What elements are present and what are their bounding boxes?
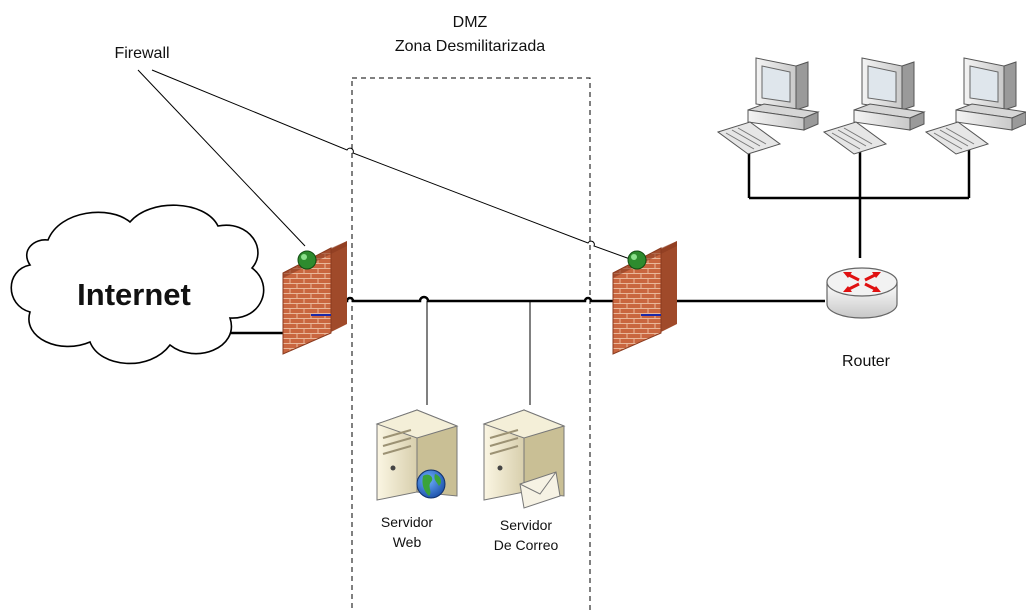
firewall-1	[282, 241, 347, 355]
internet-label: Internet	[77, 277, 191, 312]
desktop-computer-icon	[716, 57, 820, 155]
web-server-label-line1: Servidor	[381, 514, 433, 530]
dmz-subtitle: Zona Desmilitarizada	[395, 38, 545, 55]
mail-server	[482, 409, 566, 509]
workstation-3	[924, 57, 1026, 155]
globe-icon	[416, 469, 446, 499]
router-label: Router	[842, 353, 891, 370]
desktop-computer-icon	[822, 57, 926, 155]
internet-cloud: Internet	[10, 204, 265, 365]
workstation-2	[822, 57, 926, 155]
web-server	[375, 409, 459, 501]
desktop-computer-icon	[924, 57, 1026, 155]
firewall-2	[612, 241, 677, 355]
cloud-icon	[10, 204, 265, 365]
firewall-label: Firewall	[114, 45, 169, 62]
firewall-status-light	[627, 250, 647, 270]
brick-wall-icon	[282, 241, 347, 355]
router-icon	[826, 267, 898, 319]
mail-server-label-line1: Servidor	[500, 517, 552, 533]
firewall-callout-lines	[137, 69, 631, 260]
dmz-zone-boundary	[351, 77, 591, 612]
router	[826, 267, 898, 319]
dmz-title: DMZ	[453, 14, 488, 31]
network-links	[228, 150, 971, 405]
web-server-label-line2: Web	[393, 534, 422, 550]
envelope-icon	[519, 471, 561, 509]
workstation-1	[716, 57, 820, 155]
server-tower-icon	[375, 409, 459, 501]
mail-server-label-line2: De Correo	[494, 537, 559, 553]
firewall-status-light	[297, 250, 317, 270]
